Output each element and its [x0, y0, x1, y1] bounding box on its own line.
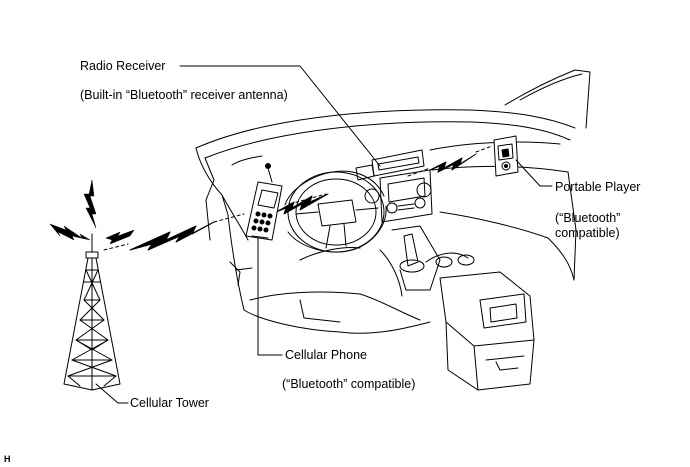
dashboard-outline: [195, 69, 591, 391]
portable-player-note-line2: compatible): [555, 226, 620, 240]
leader-lines: [95, 65, 553, 404]
cellular-tower-icon: [63, 233, 121, 391]
cellular-phone-note: (“Bluetooth” compatible): [282, 377, 416, 391]
cellular-phone-icon: [245, 163, 283, 241]
radio-receiver-note: (Built-in “Bluetooth” receiver antenna): [80, 88, 288, 102]
bluetooth-signal-bolts: [129, 153, 477, 251]
signal-dashes: [103, 145, 493, 251]
radio-receiver-label: Radio Receiver: [80, 59, 166, 73]
portable-player-note-line1: (“Bluetooth”: [555, 211, 621, 225]
figure-code: H: [4, 454, 11, 464]
cellular-phone-label: Cellular Phone: [285, 348, 367, 362]
cellular-tower-label: Cellular Tower: [130, 396, 209, 410]
portable-player-label: Portable Player: [555, 180, 641, 194]
wireless-signal-icon: [49, 179, 135, 245]
portable-player-icon: [493, 135, 519, 177]
